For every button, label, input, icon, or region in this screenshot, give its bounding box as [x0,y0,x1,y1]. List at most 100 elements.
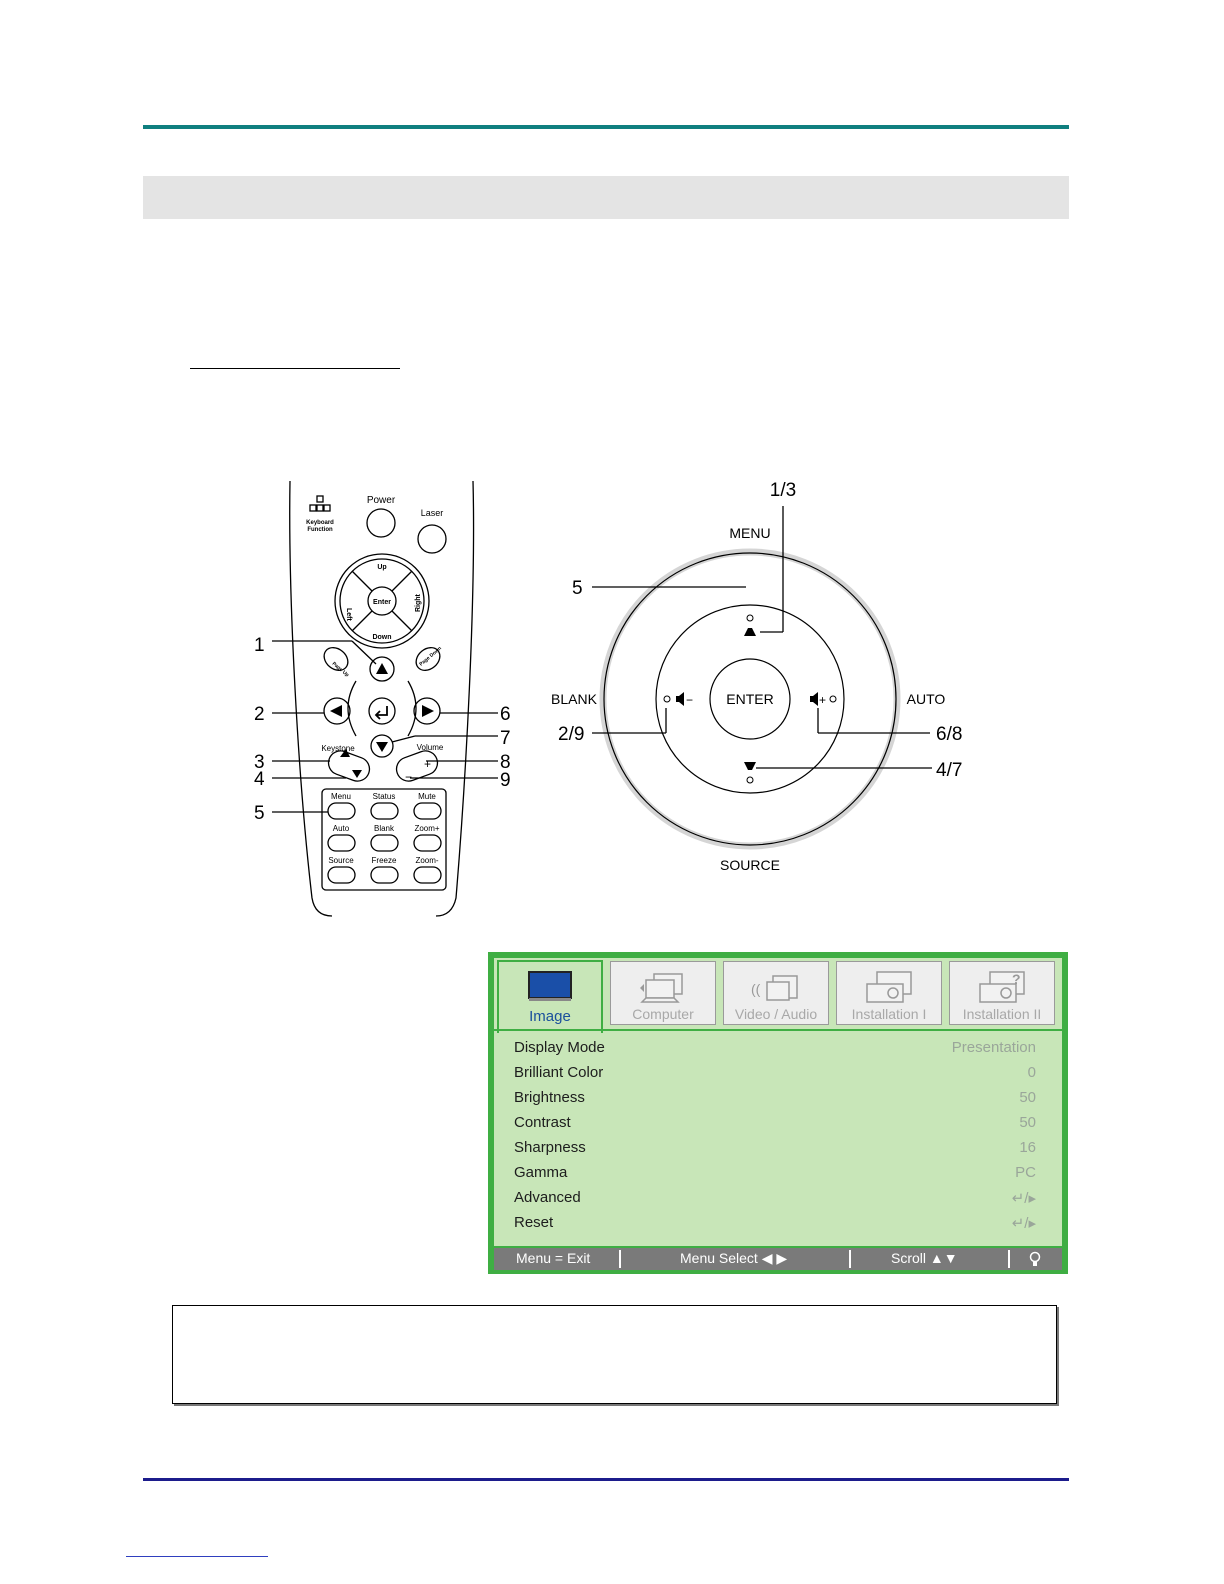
setting-row-brightness[interactable]: Brightness 50 [514,1089,1036,1113]
callout-8: 8 [500,752,511,773]
source-key[interactable] [327,866,356,884]
setting-row-reset[interactable]: Reset ↵/▸ [514,1214,1036,1238]
down-arrow-button[interactable] [370,734,394,758]
up-arrow-icon [376,663,388,674]
dpad-right-label: Right [415,593,422,612]
keystone-up-icon [340,749,350,757]
callout-4: 4 [254,769,265,790]
svg-text:−: − [686,693,693,707]
tab-video-audio[interactable]: (( Video / Audio [723,961,829,1025]
keystone-down-icon [352,770,362,778]
power-label: Power [367,495,396,506]
up-arrow-button[interactable] [369,656,395,682]
callout-2: 2 [254,704,265,725]
keystone-label: Keystone [321,744,355,753]
remote-control-diagram: + − Power Laser Keyboard Function Up Dow… [254,480,511,917]
callout-1: 1 [254,635,265,656]
setting-row-advanced[interactable]: Advanced ↵/▸ [514,1189,1036,1213]
volume-rocker[interactable] [393,748,441,785]
section-title-bar [143,176,1069,219]
left-arrow-button[interactable] [323,697,351,725]
freeze-key[interactable] [370,866,399,884]
osd-settings-panel: Display Mode Presentation Brilliant Colo… [494,1029,1062,1246]
mute-key[interactable] [413,802,442,820]
keyboard-label: Keyboard [306,520,334,526]
keystone-rocker[interactable] [325,748,373,785]
callout-5: 5 [254,803,265,824]
tab-image[interactable]: Image [497,960,603,1033]
svg-text:((: (( [751,981,761,997]
setting-row-display-mode[interactable]: Display Mode Presentation [514,1039,1036,1063]
setting-label: Sharpness [514,1139,586,1156]
callout-3: 3 [254,752,265,773]
setting-label: Gamma [514,1164,568,1181]
footer-link-underline[interactable] [126,1556,268,1557]
video-audio-icon: (( [751,975,798,1001]
tab-video-audio-label: Video / Audio [734,1006,818,1022]
return-button[interactable] [368,697,396,725]
zoom-plus-key-label: Zoom+ [414,824,439,833]
volume-minus-glyph: − [405,770,412,784]
dpad-outer [334,553,430,649]
laser-button[interactable] [417,524,447,554]
remote-outline-left [289,480,333,917]
setting-value: PC [1015,1164,1036,1181]
dpad-enter-button[interactable] [367,586,397,616]
tab-installation-2[interactable]: ? Installation II [949,961,1055,1025]
blank-key[interactable] [370,834,399,852]
svg-text:?: ? [1012,971,1021,987]
right-arrow-button[interactable] [413,697,441,725]
tab-computer[interactable]: Computer [610,961,716,1025]
setting-label: Display Mode [514,1039,605,1056]
enter-submenu-icon: ↵/▸ [1011,1190,1036,1207]
note-box [172,1305,1057,1404]
keypad-enter-button[interactable] [709,658,791,740]
projector-question-icon: ? [979,971,1025,1003]
dpad-down-label: Down [372,634,391,641]
keypad-blank-label: BLANK [551,691,598,707]
volume-label: Volume [417,743,444,752]
setting-value: Presentation [951,1039,1036,1056]
auto-key[interactable] [327,834,356,852]
setting-label: Reset [514,1214,554,1231]
status-key-label: Status [373,792,396,801]
volume-up-icon [810,692,818,706]
zoom-minus-key[interactable] [413,866,442,884]
setting-value: 50 [1019,1089,1036,1106]
setting-value: 16 [1019,1139,1036,1156]
function-keypad-box [321,788,447,891]
setting-row-contrast[interactable]: Contrast 50 [514,1114,1036,1138]
projector-icon [866,971,912,1003]
page-up-button[interactable] [320,643,353,675]
setting-row-gamma[interactable]: Gamma PC [514,1164,1036,1188]
power-button[interactable] [366,508,396,538]
page-down-button[interactable] [412,643,445,675]
tab-installation-1-label: Installation I [851,1006,927,1022]
status-key[interactable] [370,802,399,820]
callout-6: 6 [500,704,511,725]
footer-select-hint: Menu Select ◀ ▶ [680,1250,788,1266]
header-rule [143,125,1069,129]
footer-exit-hint: Menu = Exit [516,1250,591,1266]
callout-9: 9 [500,770,511,791]
setting-label: Contrast [514,1114,571,1131]
tab-installation-2-label: Installation II [962,1006,1042,1022]
keypad-callout-2-9: 2/9 [558,724,584,745]
function-keys [327,802,442,884]
keystone-down-icon [744,762,756,770]
setting-row-brilliant-color[interactable]: Brilliant Color 0 [514,1064,1036,1088]
setting-label: Brilliant Color [514,1064,604,1081]
footer-scroll-hint: Scroll ▲▼ [891,1250,958,1266]
dpad-enter-label: Enter [373,599,391,606]
zoom-plus-key[interactable] [413,834,442,852]
auto-key-label: Auto [333,824,350,833]
setting-row-sharpness[interactable]: Sharpness 16 [514,1139,1036,1163]
menu-key[interactable] [327,802,356,820]
computer-icon [640,973,683,1003]
keypad-auto-label: AUTO [907,691,946,707]
volume-plus-glyph: + [424,757,431,771]
left-arrow-icon [330,705,342,717]
setting-value: 0 [1027,1064,1036,1081]
svg-text:+: + [819,693,826,707]
tab-installation-1[interactable]: Installation I [836,961,942,1025]
